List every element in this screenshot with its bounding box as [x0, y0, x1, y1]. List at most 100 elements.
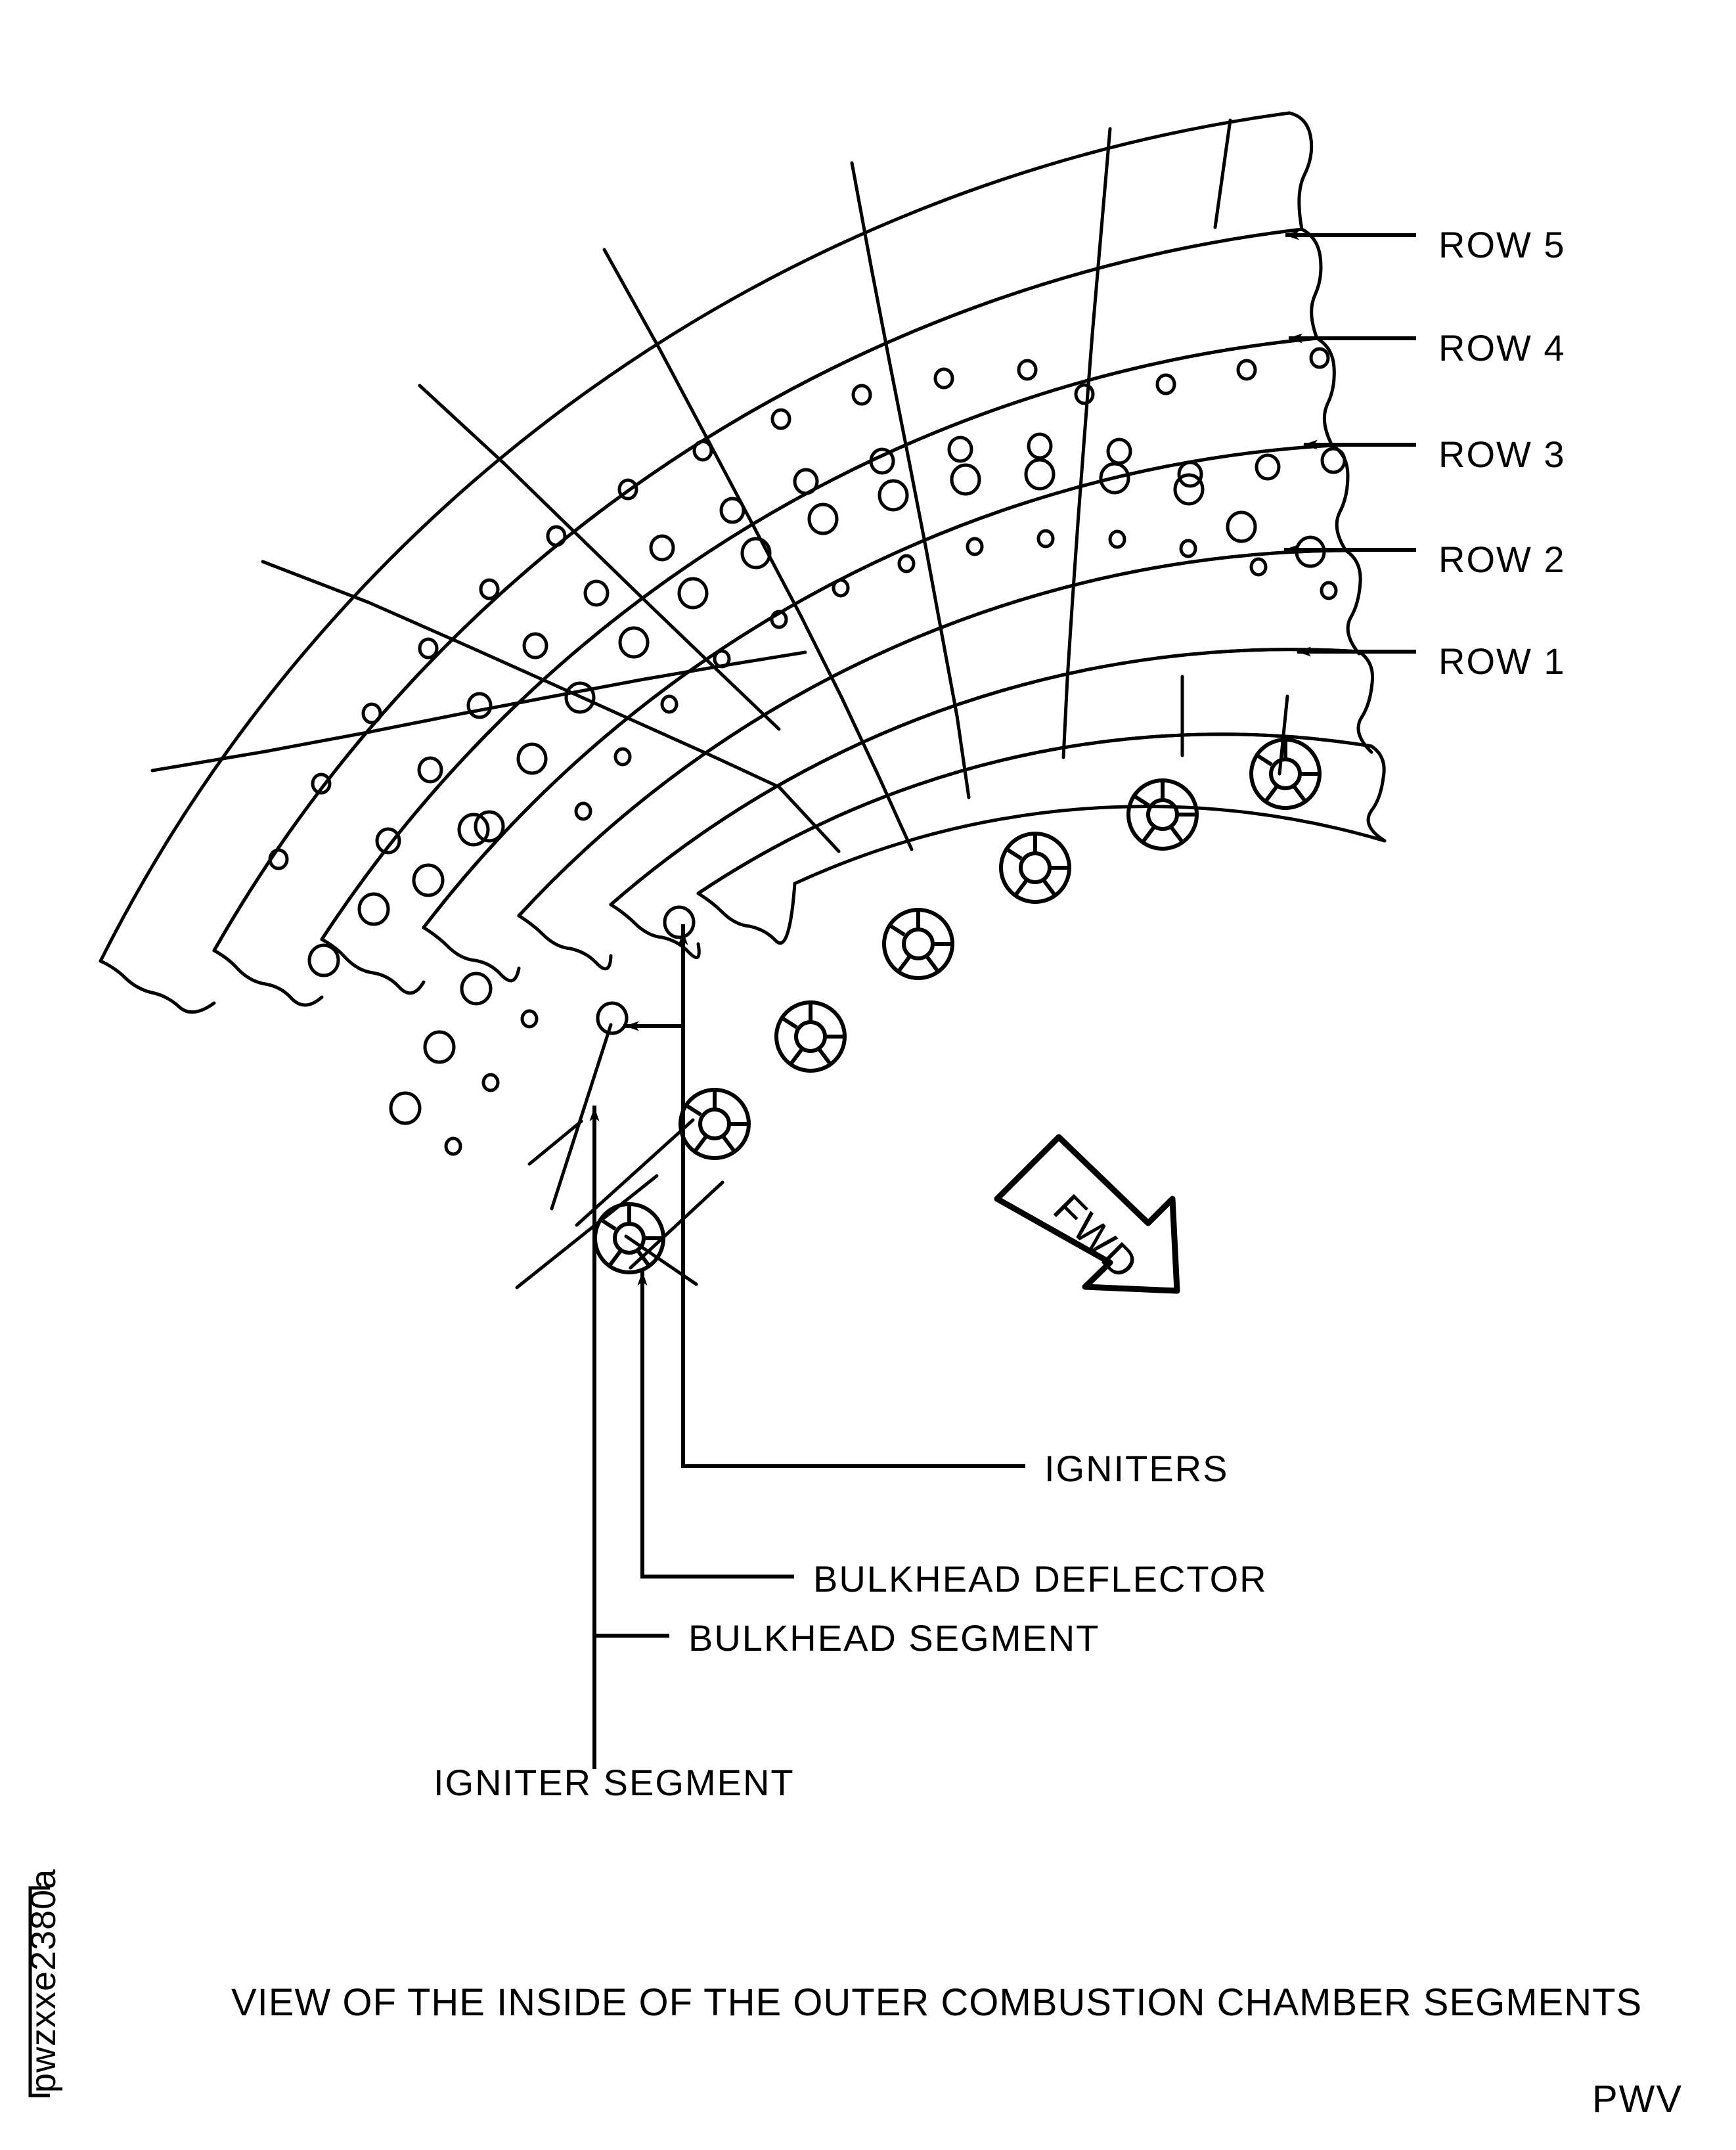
cooling-hole	[692, 439, 713, 462]
cooling-hole	[1099, 462, 1130, 495]
band-row4-divider	[263, 730, 369, 753]
cooling-hole	[466, 692, 493, 719]
figure-id-block: pwzxxe2380a	[24, 1869, 63, 2097]
cooling-hole	[564, 681, 596, 714]
bulkhead-outer-arc	[696, 732, 1373, 895]
manufacturer-code: PWV	[1592, 2078, 1683, 2120]
callout-label-group: IGNITERS BULKHEAD DEFLECTOR BULKHEAD SEG…	[434, 1448, 1266, 1803]
cooling-hole	[770, 610, 788, 629]
band-inner-divider	[940, 633, 959, 718]
cooling-hole	[1255, 453, 1281, 481]
band-row2-divider	[907, 459, 928, 551]
band-row1-break-left	[517, 914, 613, 971]
row2-hole-row	[474, 458, 1326, 843]
cooling-hole	[649, 534, 675, 562]
cooling-hole	[793, 468, 819, 495]
cooling-hole	[677, 577, 709, 610]
band-row1-break-right	[1344, 549, 1362, 656]
row-label-group: ROW 5 ROW 4 ROW 3 ROW 2 ROW 1	[1438, 224, 1566, 682]
band-row3-divider	[460, 642, 552, 685]
cooling-hole	[596, 1001, 629, 1035]
igniter-spokes	[779, 1002, 845, 1066]
cooling-hole	[357, 892, 390, 926]
bulkhead-divider	[723, 650, 807, 667]
band-row1-divider	[799, 614, 843, 699]
cooling-hole	[807, 503, 839, 535]
row-label-row4: ROW 4	[1438, 327, 1566, 369]
bulkhead-inner-arc	[793, 805, 1387, 885]
cooling-hole	[1108, 529, 1126, 549]
igniter-spokes	[1254, 740, 1320, 803]
band-row3-divider	[579, 536, 654, 609]
band-row1-divider	[924, 547, 944, 637]
cooling-hole	[613, 747, 632, 767]
band-row3-divider	[707, 441, 759, 534]
row-label-row1: ROW 1	[1438, 640, 1566, 682]
cooling-hole	[933, 367, 954, 390]
cooling-hole	[457, 813, 490, 847]
cooling-hole	[1309, 347, 1330, 369]
row-label-row2: ROW 2	[1438, 539, 1566, 580]
cooling-hole	[1226, 510, 1257, 543]
band-row2-divider	[755, 530, 803, 617]
band-row2-divider	[650, 605, 720, 673]
band-row1-divider	[1071, 512, 1080, 600]
igniter	[999, 832, 1071, 904]
igniter-spokes	[683, 1090, 749, 1153]
cooling-hole	[417, 756, 443, 784]
band-row5-divider	[150, 750, 267, 773]
band-row2-divider	[1077, 426, 1087, 516]
cooling-hole	[418, 637, 439, 660]
cooling-hole	[389, 1091, 422, 1125]
figure-id-bracket	[28, 1886, 50, 2097]
cooling-hole	[423, 1030, 456, 1064]
band-row3-divider	[889, 366, 911, 463]
band-inner-divider	[638, 663, 726, 682]
band-row3-divider	[1083, 332, 1094, 430]
cooling-hole	[1249, 557, 1268, 577]
band-row2-divider	[461, 694, 555, 715]
igniter	[774, 1000, 847, 1073]
igniter-spokes	[1004, 834, 1069, 897]
band-row2-outer-arc	[422, 443, 1334, 929]
band-row4-divider	[1090, 233, 1103, 336]
cooling-hole	[770, 408, 791, 430]
igniter	[882, 908, 954, 980]
band-inner-break-left	[609, 903, 701, 960]
callout-label-igniters: IGNITERS	[1044, 1448, 1228, 1489]
cooling-hole	[516, 742, 548, 775]
igniter-facet-line	[629, 1180, 724, 1270]
callout-label-igniter-segment: IGNITER SEGMENT	[434, 1762, 795, 1803]
igniter	[1126, 778, 1199, 851]
bulkhead-divider	[955, 714, 971, 799]
inner-hole-row	[307, 813, 696, 1125]
band-row5-divider	[602, 248, 661, 351]
cooling-hole	[1179, 539, 1197, 558]
band-bulkhead	[696, 650, 1387, 945]
row-label-row5: ROW 5	[1438, 224, 1566, 265]
cooling-hole	[375, 827, 401, 855]
cooling-hole	[1017, 359, 1038, 381]
band-inner-break-right	[1356, 650, 1375, 754]
igniter-spokes	[1131, 780, 1197, 844]
cooling-hole	[520, 1009, 539, 1029]
callout-label-bulkhead-segment: BULKHEAD SEGMENT	[688, 1617, 1100, 1659]
band-row3-break-right	[1315, 336, 1336, 447]
bulkhead-divider	[876, 773, 914, 851]
cooling-hole	[481, 1073, 500, 1092]
band-row4-divider	[502, 462, 583, 540]
figure-id-text: pwzxxe2380a	[24, 1869, 63, 2093]
row1-hole-row	[444, 529, 1338, 1156]
cooling-hole	[1036, 529, 1055, 549]
cooling-hole	[1155, 373, 1176, 395]
cooling-hole	[1173, 473, 1205, 506]
igniter-spokes	[598, 1204, 663, 1268]
band-row2-divider	[548, 681, 634, 722]
cooling-hole	[268, 848, 289, 870]
callout-leader-group	[589, 924, 1025, 1769]
band-row4-break-right	[1300, 227, 1323, 340]
cooling-hole	[479, 578, 500, 600]
cooling-hole	[1027, 432, 1053, 460]
bulkhead-break-left	[696, 882, 797, 945]
